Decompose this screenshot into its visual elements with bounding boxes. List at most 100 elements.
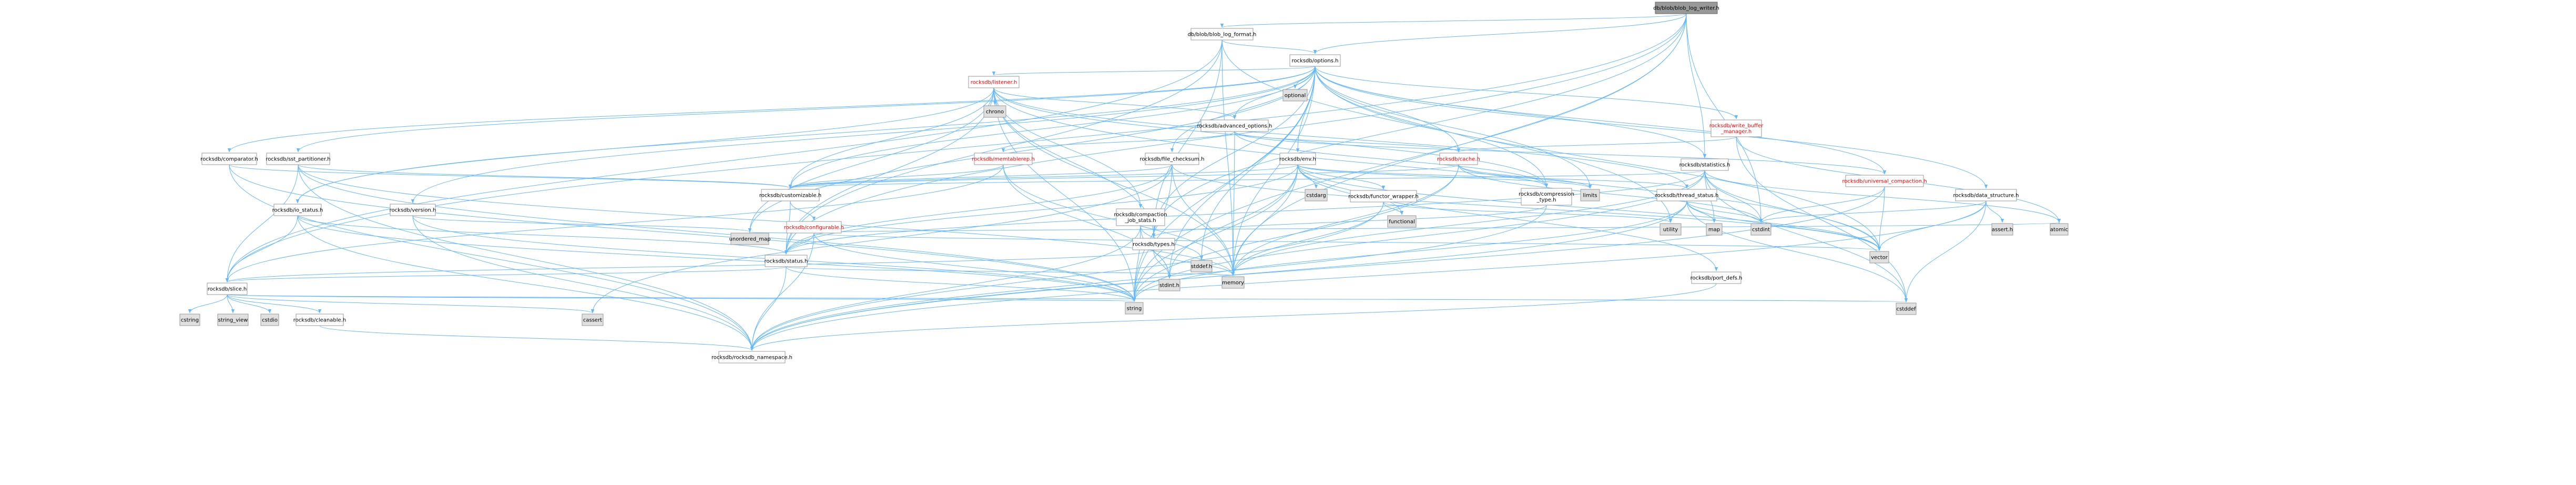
node-ct[interactable]: rocksdb/compression_type.h xyxy=(1519,188,1574,206)
edge-cache-to-string xyxy=(1132,164,1459,302)
edge-opt-to-wbm xyxy=(1315,66,1738,119)
edge-env-to-stdint xyxy=(1167,164,1298,279)
edge-env-to-customizable xyxy=(789,164,1298,189)
edge-cjs-to-stdint xyxy=(1140,225,1172,279)
node-label: rocksdb/slice.h xyxy=(208,287,247,292)
node-version[interactable]: rocksdb/version.h xyxy=(390,204,436,216)
node-fchk[interactable]: rocksdb/file_checksum.h xyxy=(1140,153,1205,165)
edge-env-to-vector xyxy=(1297,164,1881,251)
edge-slice-to-cstddef xyxy=(227,294,1907,302)
edge-uc-to-vector xyxy=(1877,186,1885,251)
node-fw[interactable]: rocksdb/functor_wrapper.h xyxy=(1348,190,1419,203)
node-ns[interactable]: rocksdb/rocksdb_namespace.h xyxy=(711,351,792,363)
node-slice[interactable]: rocksdb/slice.h xyxy=(207,282,248,295)
edge-env-to-status xyxy=(784,164,1298,255)
node-blf[interactable]: db/blob/blob_log_format.h xyxy=(1188,28,1257,41)
node-cleanable[interactable]: rocksdb/cleanable.h xyxy=(293,314,346,326)
edge-configurable-to-ns xyxy=(750,233,814,351)
node-portdefs[interactable]: rocksdb/port_defs.h xyxy=(1691,271,1743,284)
edge-threadstatus-to-cstdint xyxy=(1686,200,1763,223)
node-label: rocksdb/write_buffer xyxy=(1709,123,1764,129)
node-listener[interactable]: rocksdb/listener.h xyxy=(968,76,1020,88)
edge-fchk-to-customizable xyxy=(789,164,1173,189)
node-comparator[interactable]: rocksdb/comparator.h xyxy=(200,153,258,165)
node-configurable[interactable]: rocksdb/configurable.h xyxy=(784,221,844,234)
node-label: rocksdb/data_structure.h xyxy=(1953,193,2019,199)
node-memtablerep[interactable]: rocksdb/memtablerep.h xyxy=(972,153,1035,165)
edge-opt-to-limits xyxy=(1315,66,1592,189)
edge-fchk-to-memory xyxy=(1172,164,1235,276)
node-stdint: stdint.h xyxy=(1158,279,1180,291)
edge-fchk-to-cassert xyxy=(590,164,1173,314)
edge-configurable-to-vector xyxy=(813,233,1881,251)
node-wbm[interactable]: rocksdb/write_buffer_manager.h xyxy=(1709,119,1764,137)
node-threadstatus[interactable]: rocksdb/thread_status.h xyxy=(1655,189,1719,201)
node-cstring: cstring xyxy=(179,314,200,326)
node-string_view: string_view xyxy=(217,314,249,326)
node-label: cstddef xyxy=(1897,307,1916,312)
edge-portdefs-to-ns xyxy=(750,283,1717,351)
node-sstp[interactable]: rocksdb/sst_partitioner.h xyxy=(266,153,331,165)
edge-listener-to-memory xyxy=(993,87,1235,276)
node-label: rocksdb/statistics.h xyxy=(1679,163,1730,168)
edge-statistics-to-status xyxy=(784,170,1705,255)
edge-status-to-memory xyxy=(786,266,1235,276)
edge-advopt-to-memtablerep xyxy=(1001,131,1235,153)
edge-sstp-to-string xyxy=(298,164,1136,302)
node-label: limits xyxy=(1583,193,1597,199)
node-statistics[interactable]: rocksdb/statistics.h xyxy=(1679,158,1730,171)
edge-blf-to-opt xyxy=(1221,39,1317,54)
edge-listener-to-unordered_map xyxy=(748,87,994,233)
node-cjs[interactable]: rocksdb/compaction_job_stats.h xyxy=(1114,208,1167,226)
node-advopt[interactable]: rocksdb/advanced_options.h xyxy=(1197,119,1272,132)
node-types[interactable]: rocksdb/types.h xyxy=(1132,238,1175,250)
node-label: optional xyxy=(1285,93,1306,99)
edge-opt-to-vector xyxy=(1315,66,1881,251)
node-label: rocksdb/cleanable.h xyxy=(293,318,346,324)
edge-types-to-slice xyxy=(226,249,1154,282)
edge-cjs-to-string xyxy=(1132,225,1141,302)
edge-version-to-ns xyxy=(412,215,754,351)
edge-cache-to-customizable xyxy=(789,164,1459,189)
node-label: map xyxy=(1708,227,1720,233)
node-memory: memory xyxy=(1221,276,1245,289)
node-cstdio: cstdio xyxy=(260,314,279,326)
edge-opt-to-uc xyxy=(1315,66,1887,175)
node-label: rocksdb/options.h xyxy=(1292,58,1339,64)
node-atomic: atomic xyxy=(2050,223,2069,236)
node-label: string xyxy=(1127,306,1142,312)
node-label: stddef.h xyxy=(1191,264,1212,270)
edge-comparator-to-ns xyxy=(229,164,754,351)
node-root[interactable]: db/blob/blob_log_writer.h xyxy=(1653,2,1719,14)
edge-opt-to-version xyxy=(411,66,1316,204)
node-env[interactable]: rocksdb/env.h xyxy=(1279,153,1316,165)
node-map: map xyxy=(1706,223,1723,236)
node-label: _type.h xyxy=(1536,197,1556,203)
node-opt[interactable]: rocksdb/options.h xyxy=(1289,54,1341,67)
edge-root-to-string xyxy=(1132,13,1687,302)
edge-listener-to-iostatus xyxy=(296,87,994,204)
node-label: rocksdb/configurable.h xyxy=(784,225,844,231)
node-customizable[interactable]: rocksdb/customizable.h xyxy=(759,189,821,201)
edge-statistics-to-customizable xyxy=(789,170,1705,189)
node-label: rocksdb/compaction xyxy=(1114,212,1167,218)
node-label: rocksdb/universal_compaction.h xyxy=(1842,179,1927,185)
edge-listener-to-cjs xyxy=(993,87,1143,208)
edge-status-to-string xyxy=(786,266,1136,302)
edge-uc-to-cstdint xyxy=(1759,186,1885,223)
node-ds[interactable]: rocksdb/data_structure.h xyxy=(1953,189,2019,201)
node-cache[interactable]: rocksdb/cache.h xyxy=(1437,153,1480,165)
node-iostatus[interactable]: rocksdb/io_status.h xyxy=(272,204,323,216)
edge-root-to-types xyxy=(1152,13,1687,238)
edge-root-to-status xyxy=(784,13,1687,255)
node-status[interactable]: rocksdb/status.h xyxy=(765,255,808,267)
node-label: rocksdb/thread_status.h xyxy=(1655,193,1719,199)
edge-env-to-string xyxy=(1132,164,1298,302)
node-label: rocksdb/status.h xyxy=(765,259,808,265)
node-label: atomic xyxy=(2050,227,2068,233)
edge-cjs-to-ns xyxy=(750,225,1141,351)
node-uc[interactable]: rocksdb/universal_compaction.h xyxy=(1842,175,1927,187)
node-label: _manager.h xyxy=(1720,129,1752,135)
edge-types-to-stdint xyxy=(1153,249,1172,279)
